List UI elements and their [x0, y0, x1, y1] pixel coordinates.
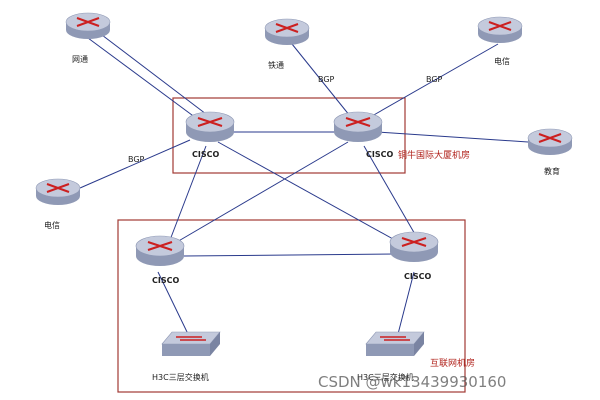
- link-tietong-cisco: [291, 43, 351, 117]
- links: [79, 31, 529, 335]
- label-bgp-tietong: BGP: [318, 75, 335, 84]
- router-icon-dianxin-top: [477, 16, 523, 43]
- link-wangtong-cisco-a: [87, 37, 197, 119]
- router-icon-tietong: [264, 18, 310, 45]
- label-wangtong: 网通: [72, 54, 88, 64]
- switch-icon-right: [365, 331, 425, 356]
- label-cisco-br: CISCO: [404, 272, 431, 281]
- link-cisco-tl-br: [217, 141, 403, 245]
- label-switch-left: H3C三层交换机: [152, 372, 209, 382]
- label-jiaoyu: 教育: [544, 166, 560, 176]
- link-cisco-tl-bl: [169, 145, 207, 241]
- router-icon-cisco-tr: [333, 111, 383, 142]
- link-cisco-bl-switch: [157, 271, 189, 335]
- label-bgp-dianxin: BGP: [426, 75, 443, 84]
- router-icon-jiaoyu: [527, 128, 573, 155]
- link-cisco-br-switch: [397, 271, 415, 335]
- label-dianxin-top: 电信: [494, 56, 510, 66]
- label-cisco-tl: CISCO: [192, 150, 219, 159]
- label-room-bottom: 互联网机房: [430, 357, 475, 369]
- switch-icon-left: [161, 331, 221, 356]
- link-dianxin-cisco: [371, 43, 499, 117]
- room-box-bottom: [117, 219, 466, 393]
- router-icon-dianxin-left: [35, 178, 81, 205]
- label-bgp-left: BGP: [128, 155, 145, 164]
- label-cisco-bl: CISCO: [152, 276, 179, 285]
- label-room-top: 铜牛国际大厦机房: [398, 149, 470, 161]
- router-icon-wangtong: [65, 12, 111, 39]
- link-jiaoyu-cisco: [377, 131, 529, 143]
- link-wangtong-cisco-b: [97, 31, 207, 115]
- router-icon-cisco-tl: [185, 111, 235, 142]
- label-switch-right: H3C三层交换机: [357, 372, 414, 382]
- router-icon-cisco-br: [389, 231, 439, 262]
- link-cisco-tr-br: [363, 145, 417, 237]
- link-cisco-bl-br: [183, 253, 397, 257]
- label-dianxin-left: 电信: [44, 220, 60, 230]
- router-icon-cisco-bl: [135, 235, 185, 266]
- label-tietong: 铁通: [268, 60, 284, 70]
- label-cisco-tr: CISCO: [366, 150, 393, 159]
- room-box-top: [172, 97, 406, 174]
- link-dianxin-left-cisco: [79, 139, 191, 189]
- link-cisco-tr-bl: [169, 141, 349, 247]
- watermark-text: CSDN @wk13439930160: [318, 373, 506, 391]
